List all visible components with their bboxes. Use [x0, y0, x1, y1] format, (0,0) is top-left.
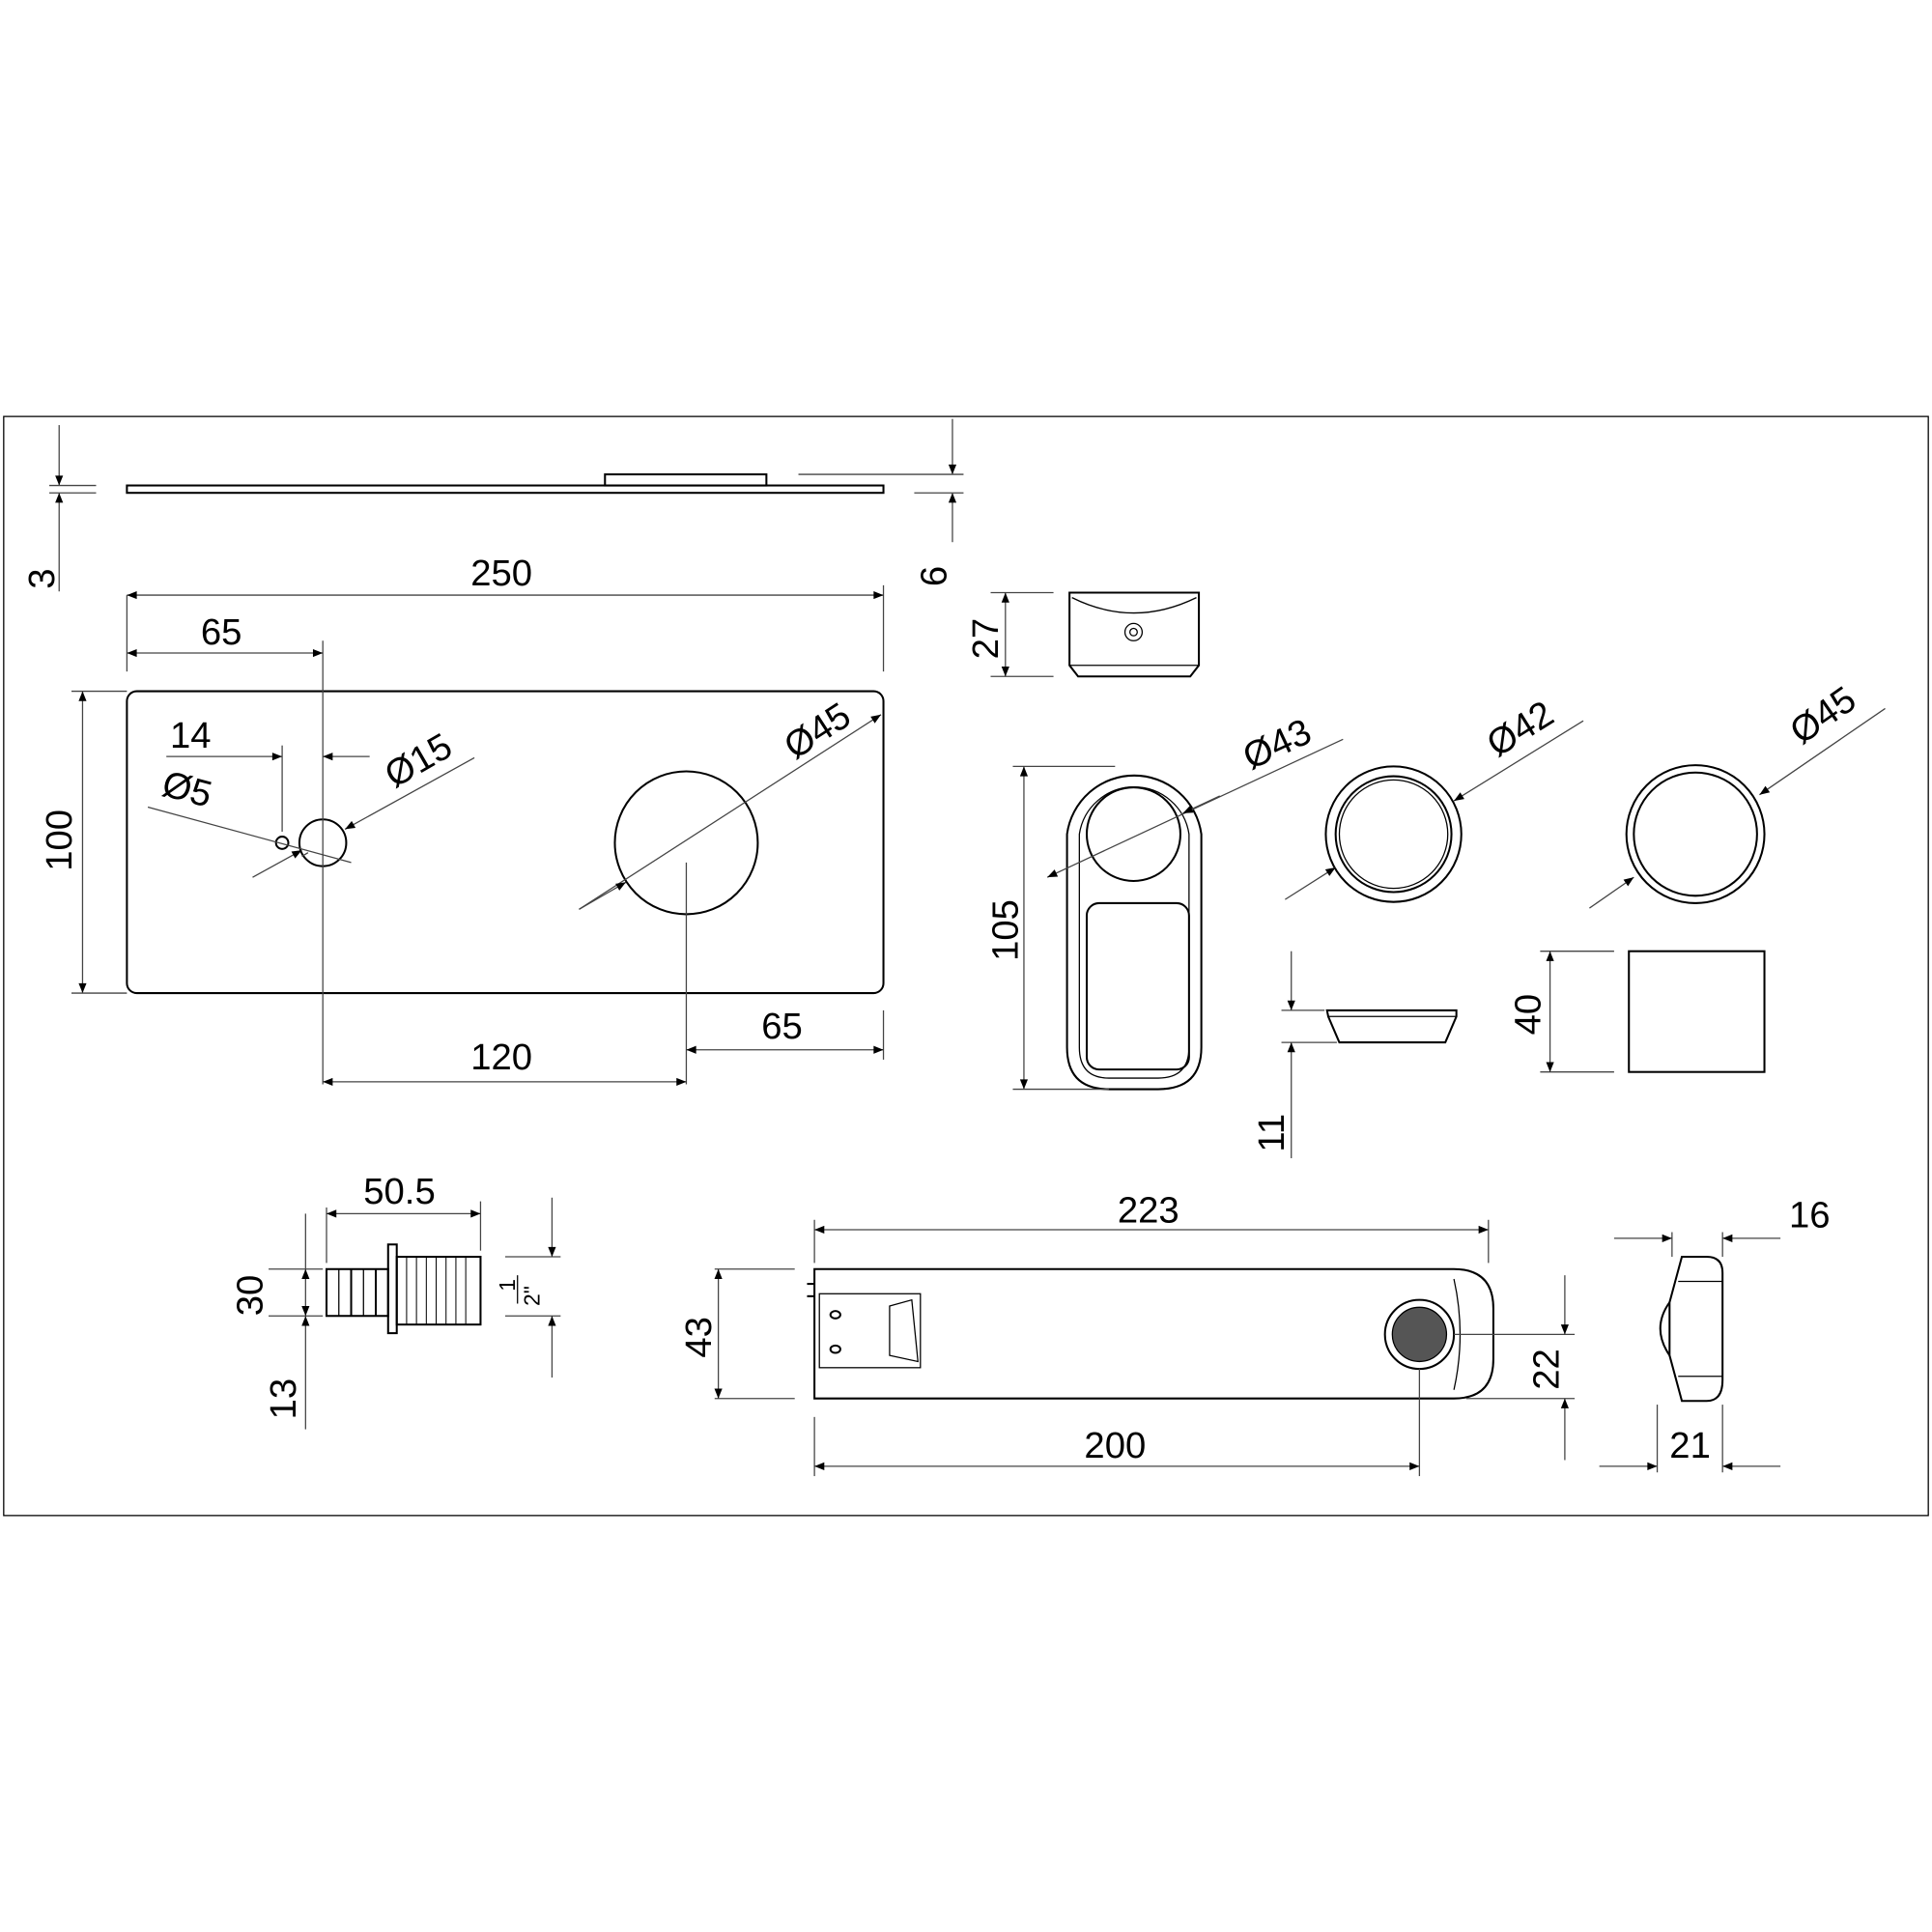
drawing-frame [3, 415, 1929, 1517]
dim-soap-height: 27 [965, 618, 1007, 660]
plate-top-view: 250 65 100 14 Ø5 Ø15 Ø45 120 65 [39, 553, 885, 1086]
dim-thread-num: 1 [495, 1279, 520, 1292]
dim-small-hole-offset: 14 [170, 715, 212, 756]
dim-dish-ring-dia: Ø43 [1236, 711, 1318, 779]
dim-small-hole-dia: Ø5 [157, 763, 215, 816]
dim-plate-width: 100 [39, 810, 80, 871]
dim-plate-length: 250 [470, 553, 532, 594]
dim-ring1-dia: Ø42 [1480, 693, 1561, 765]
dim-cup-height: 11 [1251, 1114, 1293, 1152]
dim-hole-dia: Ø15 [378, 725, 459, 796]
spout-top-view: 223 43 200 22 [678, 1189, 1576, 1477]
dim-fitting-height: 30 [230, 1275, 271, 1317]
ring-45: Ø45 [1589, 678, 1886, 909]
dim-cap-width: 21 [1669, 1425, 1711, 1466]
dim-spout-outlet: 200 [1084, 1425, 1146, 1466]
dim-dish-length: 105 [985, 899, 1027, 961]
dim-hole-offset: 65 [201, 611, 242, 653]
threaded-fitting: 50.5 30 13 1 2" [230, 1171, 561, 1430]
dim-thread-den: 2" [520, 1286, 545, 1306]
dim-hole-spacing: 120 [470, 1037, 532, 1078]
dim-large-hole-dia: Ø45 [777, 695, 858, 767]
dim-total-height: 6 [914, 566, 955, 586]
square-part: 40 [1507, 950, 1766, 1073]
soap-dish-front-view: 27 [965, 591, 1201, 678]
plate-side-profile: 3 6 [21, 418, 964, 592]
dim-large-hole-edge: 65 [761, 1006, 803, 1047]
dim-square-size: 40 [1507, 994, 1548, 1036]
dim-fitting-offset: 13 [263, 1378, 304, 1420]
dim-spout-height: 43 [678, 1317, 720, 1358]
soap-dish-top-view: 105 Ø43 [985, 711, 1344, 1091]
dim-spout-length: 223 [1118, 1189, 1179, 1231]
dim-plate-thickness: 3 [21, 568, 63, 588]
cup-side-view: 11 [1251, 951, 1458, 1158]
dim-outlet-dia: 22 [1526, 1349, 1568, 1390]
dim-ring2-dia: Ø45 [1782, 678, 1863, 753]
ring-42: Ø42 [1285, 693, 1584, 903]
dim-cap-depth: 16 [1789, 1194, 1831, 1236]
dim-fitting-length: 50.5 [363, 1171, 435, 1212]
cap-side-view: 16 21 [1599, 1194, 1831, 1473]
